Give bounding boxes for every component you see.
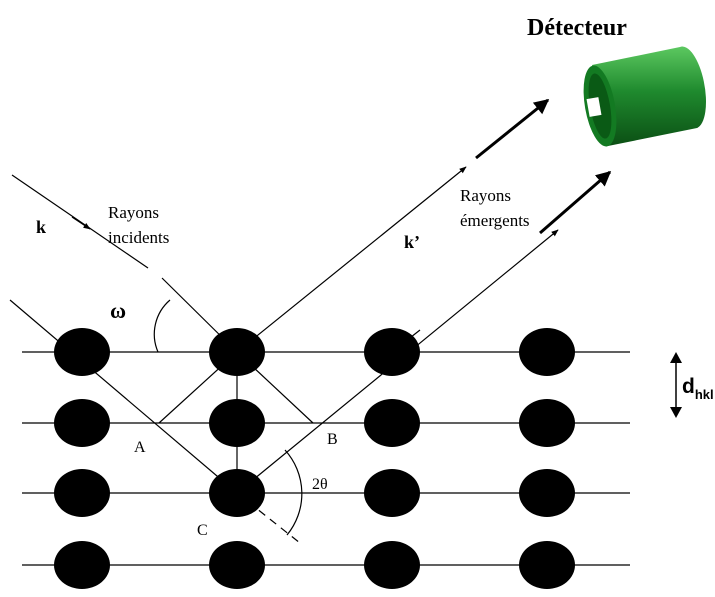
emergent-ray-upper: [236, 166, 467, 353]
incident-label-line-2: incidents: [108, 228, 169, 247]
wavevector-out-label: k’: [404, 232, 420, 252]
atom-r1-c3: [364, 328, 420, 376]
atom-r1-c1: [54, 328, 110, 376]
emergent-label-line-1: Rayons: [460, 186, 511, 205]
detector-aperture: [588, 73, 612, 139]
incident-ray-lower: [9, 299, 238, 494]
incident-ray-upper: [11, 174, 149, 269]
point-a-label: A: [134, 439, 146, 456]
emergent-label-line-2: émergents: [460, 211, 530, 230]
incident-direction-arrow: [71, 216, 91, 230]
atom-r2-c1: [54, 399, 110, 447]
labels: Détecteur k Rayons incidents k’ Rayons é…: [36, 15, 627, 539]
point-c-label: C: [197, 522, 208, 539]
atom-r2-c4: [519, 399, 575, 447]
detector-body: [592, 46, 706, 146]
spacing-label-main: d: [682, 375, 695, 398]
lattice-planes: [22, 351, 630, 566]
two-theta-angle-arc: [284, 449, 303, 536]
atom-r3-c3: [364, 469, 420, 517]
atom-r3-c2: [209, 469, 265, 517]
wavevector-in-label: k: [36, 217, 46, 237]
spacing-label: dhkl: [682, 375, 714, 402]
incident-label-line-1: Rayons: [108, 203, 159, 222]
atom-r4-c1: [54, 541, 110, 589]
atom-r2-c2: [209, 399, 265, 447]
detector-arrow-upper: [475, 98, 550, 160]
detector-arrow-lower: [539, 170, 612, 235]
spacing-arrowhead-bottom: [670, 407, 682, 418]
detector-slot: [586, 97, 602, 117]
atom-r4-c3: [364, 541, 420, 589]
atom-r4-c2: [209, 541, 265, 589]
spacing-arrowhead-top: [670, 352, 682, 363]
detector-label: Détecteur: [527, 15, 627, 41]
detector-icon: [583, 46, 706, 147]
atom-r4-c4: [519, 541, 575, 589]
spacing-label-subscript: hkl: [695, 387, 714, 402]
lattice-atoms: [54, 328, 575, 589]
omega-label: ω: [110, 298, 126, 323]
two-theta-label: 2θ: [312, 476, 328, 493]
interplanar-spacing-indicator: dhkl: [670, 352, 714, 418]
omega-angle-arc: [153, 299, 171, 353]
atom-r1-c2: [209, 328, 265, 376]
detector-arrows: [475, 98, 612, 235]
atom-r3-c1: [54, 469, 110, 517]
atom-r3-c4: [519, 469, 575, 517]
point-b-label: B: [327, 431, 338, 448]
atom-r1-c4: [519, 328, 575, 376]
atom-r2-c3: [364, 399, 420, 447]
